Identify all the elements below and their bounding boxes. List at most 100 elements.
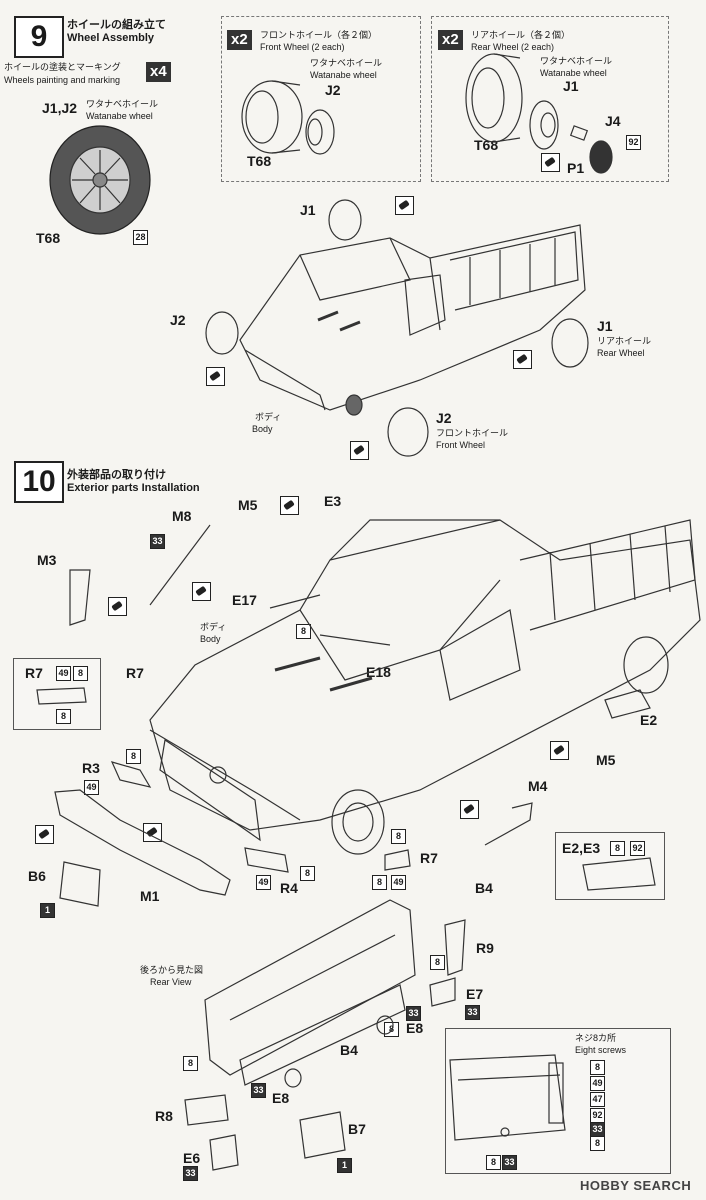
- e17-label: E17: [232, 592, 257, 608]
- watanabe-en-left: Watanabe wheel: [86, 111, 153, 121]
- r7-low-label: R7: [420, 850, 438, 866]
- detail-code-3: 92: [590, 1108, 605, 1123]
- car-j2-left-label: J2: [170, 312, 186, 328]
- body-label-en-9: Body: [252, 424, 273, 434]
- step-9-title-en: Wheel Assembly: [67, 32, 155, 44]
- code-8-r7a: 8: [73, 666, 88, 681]
- code-92-e2: 92: [630, 841, 645, 856]
- r7-box-label: R7: [25, 665, 43, 681]
- code-8-r9: 8: [430, 955, 445, 970]
- bottom-code-1: 33: [502, 1155, 517, 1170]
- code-49-r7d: 49: [391, 875, 406, 890]
- code-8-e2: 8: [610, 841, 625, 856]
- rear-p1-label: P1: [567, 160, 585, 176]
- painting-title-jp: ホイールの塗装とマーキング: [4, 62, 121, 72]
- paint-icon-m4: [460, 800, 479, 819]
- car-j1-top-label: J1: [300, 202, 316, 218]
- code-8-e8a: 8: [384, 1022, 399, 1037]
- detail-code-0: 8: [590, 1060, 605, 1075]
- code-33-e6: 33: [183, 1166, 198, 1181]
- e8-a-label: E8: [406, 1020, 424, 1036]
- rear-watanabe-en: Watanabe wheel: [540, 68, 607, 78]
- paint-code-92-rear: 92: [626, 135, 641, 150]
- painting-title-en: Wheels painting and marking: [4, 75, 121, 85]
- paint-icon-m5-top: [280, 496, 299, 515]
- e6-label: E6: [183, 1150, 201, 1166]
- code-33-m8: 33: [150, 534, 165, 549]
- detail-code-1: 49: [590, 1076, 605, 1091]
- t68-left: T68: [36, 230, 61, 246]
- front-wheel-label-en: Front Wheel: [436, 440, 486, 450]
- front-wheel-box: [221, 16, 421, 182]
- m8-label: M8: [172, 508, 192, 524]
- r7-mid-label: R7: [126, 665, 144, 681]
- m5-right-label: M5: [596, 752, 616, 768]
- code-8-r4: 8: [300, 866, 315, 881]
- rear-wheel-label-en: Rear Wheel: [597, 348, 645, 358]
- painting-qty: x4: [146, 62, 171, 82]
- front-wheel-title-jp: フロントホイール（各２個）: [260, 30, 378, 40]
- m5-top-label: M5: [238, 497, 258, 513]
- code-8-r7c: 8: [391, 829, 406, 844]
- paint-code-28: 28: [133, 230, 148, 245]
- detail-code-5: 8: [590, 1136, 605, 1151]
- paint-icon-m5-right: [550, 741, 569, 760]
- watanabe-jp-left: ワタナベホイール: [86, 99, 159, 109]
- code-1-b7: 1: [337, 1158, 352, 1173]
- step-9-title-jp: ホイールの組み立て: [67, 19, 166, 31]
- car-j1-right-label: J1: [597, 318, 613, 334]
- screws-jp: ネジ8カ所: [575, 1033, 617, 1043]
- e2e3-label: E2,E3: [562, 840, 601, 856]
- watermark-logo: HOBBY SEARCH: [580, 1178, 692, 1193]
- front-j2-label: J2: [325, 82, 341, 98]
- front-wheel-label-jp: フロントホイール: [436, 428, 509, 438]
- rear-wheel-qty: x2: [438, 30, 463, 50]
- paint-icon-m3: [108, 597, 127, 616]
- r4-label: R4: [280, 880, 298, 896]
- body-label-jp-10: ボディ: [200, 622, 227, 632]
- code-33-e8b: 33: [251, 1083, 266, 1098]
- paint-icon-car-j2-left: [206, 367, 225, 386]
- code-8-r3: 8: [126, 749, 141, 764]
- step-10-title-jp: 外装部品の取り付け: [67, 469, 166, 481]
- step-10-title-en: Exterior parts Installation: [67, 482, 200, 494]
- paint-icon-b6: [35, 825, 54, 844]
- m3-label: M3: [37, 552, 57, 568]
- paint-icon-car-j1: [395, 196, 414, 215]
- code-33-e7: 33: [465, 1005, 480, 1020]
- code-8-r7b: 8: [56, 709, 71, 724]
- front-watanabe-en: Watanabe wheel: [310, 70, 377, 80]
- code-49-r4: 49: [256, 875, 271, 890]
- detail-code-2: 47: [590, 1092, 605, 1107]
- code-49-r3: 49: [84, 780, 99, 795]
- rear-wheel-box: [431, 16, 669, 182]
- m1-label: M1: [140, 888, 160, 904]
- b4-right-label: B4: [475, 880, 493, 896]
- bottom-code-0: 8: [486, 1155, 501, 1170]
- r9-label: R9: [476, 940, 494, 956]
- m4-label: M4: [528, 778, 548, 794]
- rear-watanabe-jp: ワタナベホイール: [540, 56, 613, 66]
- e18-label: E18: [366, 664, 391, 680]
- rear-j1-label: J1: [563, 78, 579, 94]
- rear-wheel-title-en: Rear Wheel (2 each): [471, 42, 555, 52]
- screws-en: Eight screws: [575, 1045, 627, 1055]
- screws-detail-box: [445, 1028, 671, 1174]
- b4-low-label: B4: [340, 1042, 358, 1058]
- step-10-number: 10: [14, 461, 64, 503]
- rear-t68-label: T68: [474, 137, 499, 153]
- code-33-e8a: 33: [406, 1006, 421, 1021]
- front-wheel-qty: x2: [227, 30, 252, 50]
- front-t68-label: T68: [247, 153, 272, 169]
- code-8-r7d: 8: [372, 875, 387, 890]
- detail-code-4: 33: [590, 1122, 605, 1137]
- paint-icon-m8: [192, 582, 211, 601]
- code-1-b6: 1: [40, 903, 55, 918]
- body-label-en-10: Body: [200, 634, 221, 644]
- car-j2-bottom-label: J2: [436, 410, 452, 426]
- rear-view-en: Rear View: [150, 977, 192, 987]
- rear-wheel-title-jp: リアホイール（各２個）: [471, 30, 571, 40]
- r3-label: R3: [82, 760, 100, 776]
- b6-label: B6: [28, 868, 46, 884]
- paint-icon-rear-p1: [541, 153, 560, 172]
